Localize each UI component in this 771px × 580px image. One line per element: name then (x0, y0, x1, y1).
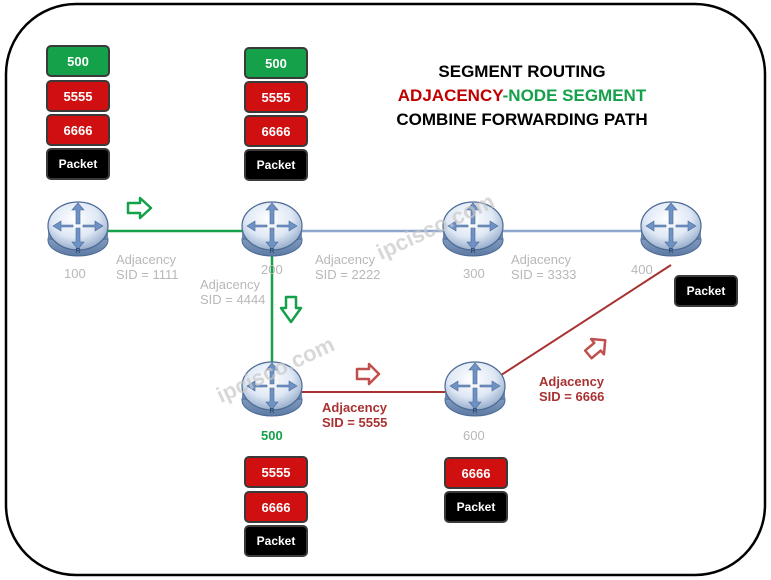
stack-100-label-5555: 5555 (46, 80, 110, 112)
arrow-down-green (279, 295, 303, 324)
link-label-line1: Adjacency (539, 374, 605, 389)
arrow-right-red (355, 362, 381, 386)
title-line-1: SEGMENT ROUTING (438, 62, 606, 81)
stack-500-label-6666: 6666 (244, 491, 308, 523)
stack-100-label-500: 500 (46, 45, 110, 77)
arrow-right-green (126, 196, 153, 220)
stack-100-label-6666: 6666 (46, 114, 110, 146)
outer-frame (4, 2, 767, 577)
stack-200-label-500: 500 (244, 47, 308, 79)
link-label-line2: SID = 5555 (322, 415, 388, 430)
stack-200-label-5555: 5555 (244, 81, 308, 113)
router-300-label: 300 (463, 266, 485, 281)
link-label-line1: Adjacency (315, 252, 375, 267)
stack-400-packet: Packet (674, 275, 738, 307)
stack-500-packet: Packet (244, 525, 308, 557)
stack-200-packet: Packet (244, 149, 308, 181)
link-label-line2: SID = 3333 (511, 267, 577, 282)
link-6666-label: Adjacency SID = 6666 (539, 374, 604, 404)
link-4444-label: Adjacency SID = 4444 (200, 277, 265, 307)
link-1111-label: Adjacency SID = 1111 (116, 252, 179, 282)
stack-500-label-5555: 5555 (244, 456, 308, 488)
router-400-label: 400 (631, 262, 653, 277)
router-200-icon (241, 201, 303, 257)
link-label-line2: SID = 2222 (315, 267, 381, 282)
title-line-3: COMBINE FORWARDING PATH (396, 110, 648, 129)
title-line-2: ADJACENCY-NODE SEGMENT (380, 86, 664, 106)
stack-100-packet: Packet (46, 148, 110, 180)
link-label-line2: SID = 1111 (116, 267, 179, 282)
arrow-diagonal-red (583, 337, 607, 360)
title-node-segment: -NODE SEGMENT (502, 86, 647, 105)
router-400-icon (640, 201, 702, 257)
link-label-line2: SID = 6666 (539, 389, 605, 404)
link-label-line1: Adjacency (116, 252, 176, 267)
stack-200-label-6666: 6666 (244, 115, 308, 147)
link-label-line1: Adjacency (200, 277, 260, 292)
router-600-icon (444, 361, 506, 417)
stack-600-label-6666: 6666 (444, 457, 508, 489)
title-adjacency: ADJACENCY (397, 86, 503, 105)
link-label-line2: SID = 4444 (200, 292, 266, 307)
stack-600-packet: Packet (444, 491, 508, 523)
link-label-line1: Adjacency (511, 252, 571, 267)
link-2222-label: Adjacency SID = 2222 (315, 252, 380, 282)
link-3333-label: Adjacency SID = 3333 (511, 252, 576, 282)
router-600-label: 600 (463, 428, 485, 443)
router-100-icon (47, 201, 109, 257)
router-200-label: 200 (261, 262, 283, 277)
link-5555-label: Adjacency SID = 5555 (322, 400, 387, 430)
link-600-400 (474, 264, 672, 393)
router-500-label: 500 (261, 428, 283, 443)
link-label-line1: Adjacency (322, 400, 388, 415)
router-100-label: 100 (64, 266, 86, 281)
